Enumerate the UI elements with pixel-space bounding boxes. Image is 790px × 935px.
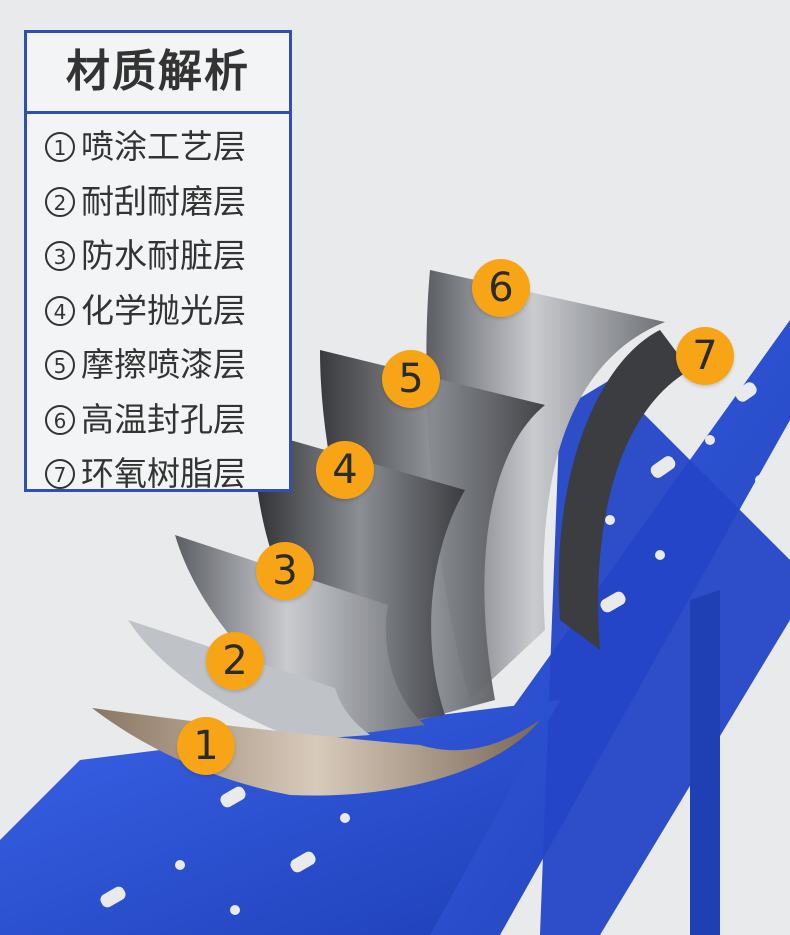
layer-marker-3: 3	[256, 542, 314, 600]
legend-number: 4	[45, 295, 75, 326]
legend-label: 高温封孔层	[81, 399, 246, 439]
legend-number: 1	[45, 132, 75, 163]
layer-marker-6: 6	[472, 259, 530, 317]
legend-label: 化学抛光层	[81, 290, 246, 330]
legend-number: 6	[45, 404, 75, 435]
legend-number: 2	[45, 186, 75, 217]
layer-marker-4: 4	[316, 441, 374, 499]
layer-marker-5: 5	[382, 350, 440, 408]
layer-marker-7: 7	[676, 327, 734, 385]
legend-number: 7	[45, 459, 75, 490]
legend-label: 防水耐脏层	[81, 236, 246, 275]
layer-marker-1: 1	[177, 717, 235, 775]
layer-marker-2: 2	[206, 632, 264, 690]
legend-label: 耐刮耐磨层	[81, 181, 246, 221]
legend-number: 5	[45, 350, 75, 381]
legend-label: 环氧树脂层	[81, 454, 246, 493]
legend-label: 摩擦喷漆层	[81, 345, 246, 384]
legend-number: 3	[45, 241, 75, 272]
legend-label: 喷涂工艺层	[81, 127, 246, 166]
legend-title: 材质解析	[27, 33, 289, 114]
